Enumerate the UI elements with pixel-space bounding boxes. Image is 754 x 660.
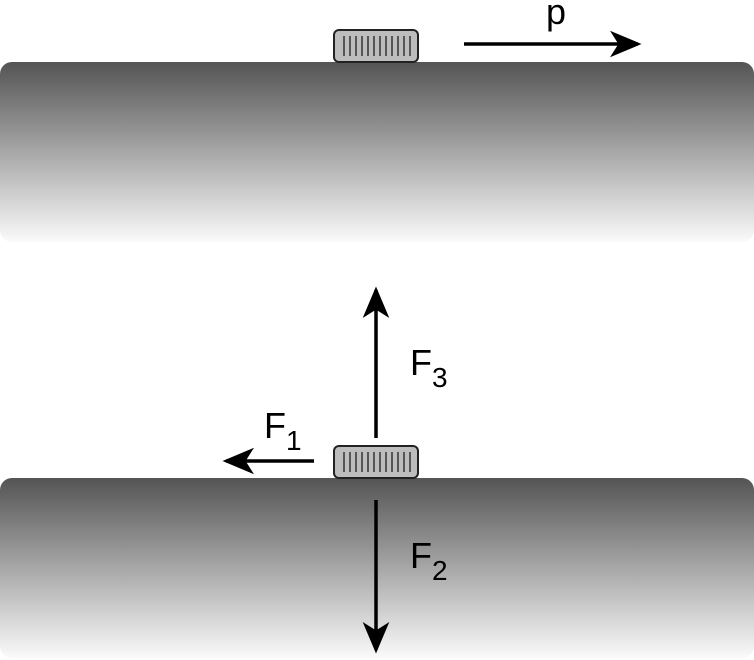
bottom-panel: F1 F3 F2 (0, 286, 754, 658)
momentum-label: p (546, 0, 566, 32)
bottom-puck (333, 445, 419, 479)
top-panel: p (0, 0, 754, 242)
force-f2-label: F2 (410, 535, 448, 586)
top-surface (0, 62, 754, 242)
force-f1-label: F1 (264, 405, 302, 456)
top-puck (333, 29, 419, 63)
force-f3-label: F3 (410, 342, 448, 393)
